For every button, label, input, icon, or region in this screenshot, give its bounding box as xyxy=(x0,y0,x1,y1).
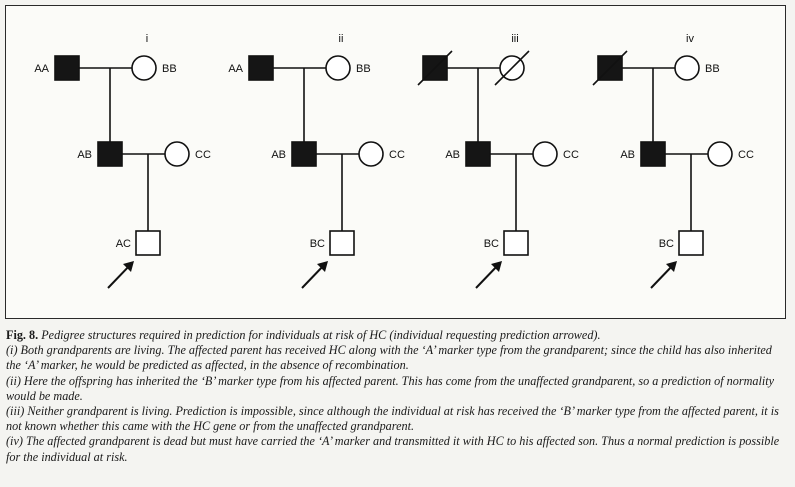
spouse-label: CC xyxy=(389,149,405,161)
child-symbol xyxy=(329,230,355,256)
pedigree-panel-i: iAA BB AB CC AC xyxy=(34,33,211,289)
figure-caption: Fig. 8. Pedigree structures required in … xyxy=(6,328,789,465)
caption-item-iii: (iii) Neither grandparent is living. Pre… xyxy=(6,404,779,434)
spouse-label: CC xyxy=(563,149,579,161)
spouse-label: CC xyxy=(738,149,754,161)
spouse-symbol xyxy=(707,141,733,167)
panel-numeral: iv xyxy=(686,33,694,45)
child-label: BC xyxy=(310,238,325,250)
proband-arrow-head xyxy=(491,261,502,272)
spouse-symbol xyxy=(532,141,558,167)
caption-intro: Fig. 8. Pedigree structures required in … xyxy=(6,328,789,343)
spouse-symbol xyxy=(164,141,190,167)
child-label: BC xyxy=(484,238,499,250)
proband-arrow xyxy=(650,261,677,289)
grandfather-label: AA xyxy=(228,63,243,75)
proband-arrow xyxy=(475,261,502,289)
caption-item-iv: (iv) The affected grandparent is dead bu… xyxy=(6,434,780,464)
grandmother-symbol xyxy=(325,55,351,81)
grandfather-label: AA xyxy=(34,63,49,75)
grandmother-label: BB xyxy=(162,63,177,75)
grandmother-label: BB xyxy=(705,63,720,75)
parent-label: AB xyxy=(271,149,286,161)
grandfather-deceased-slash xyxy=(592,50,628,86)
grandfather-symbol xyxy=(248,55,274,81)
child-label: BC xyxy=(659,238,674,250)
grandmother-label: BB xyxy=(356,63,371,75)
parent-label: AB xyxy=(77,149,92,161)
grandmother-deceased-slash xyxy=(494,50,530,86)
grandmother-symbol xyxy=(674,55,700,81)
caption-item-i: (i) Both grandparents are living. The af… xyxy=(6,343,772,373)
spouse-label: CC xyxy=(195,149,211,161)
panel-numeral: iii xyxy=(511,33,518,45)
figure-label: Fig. 8. xyxy=(6,328,39,342)
proband-arrow-head xyxy=(666,261,677,272)
proband-arrow-head xyxy=(123,261,134,272)
grandfather-deceased-slash xyxy=(417,50,453,86)
child-symbol xyxy=(678,230,704,256)
proband-arrow xyxy=(301,261,328,289)
parent-symbol xyxy=(465,141,491,167)
child-label: AC xyxy=(116,238,131,250)
parent-symbol xyxy=(97,141,123,167)
panel-numeral: ii xyxy=(339,33,344,45)
panel-numeral: i xyxy=(146,33,148,45)
parent-label: AB xyxy=(445,149,460,161)
child-symbol xyxy=(503,230,529,256)
parent-symbol xyxy=(640,141,666,167)
proband-arrow-head xyxy=(317,261,328,272)
grandmother-symbol xyxy=(131,55,157,81)
grandfather-symbol xyxy=(54,55,80,81)
spouse-symbol xyxy=(358,141,384,167)
proband-arrow xyxy=(107,261,134,289)
parent-symbol xyxy=(291,141,317,167)
caption-intro-text: Pedigree structures required in predicti… xyxy=(41,328,601,342)
child-symbol xyxy=(135,230,161,256)
parent-label: AB xyxy=(620,149,635,161)
caption-item-ii: (ii) Here the offspring has inherited th… xyxy=(6,373,775,403)
